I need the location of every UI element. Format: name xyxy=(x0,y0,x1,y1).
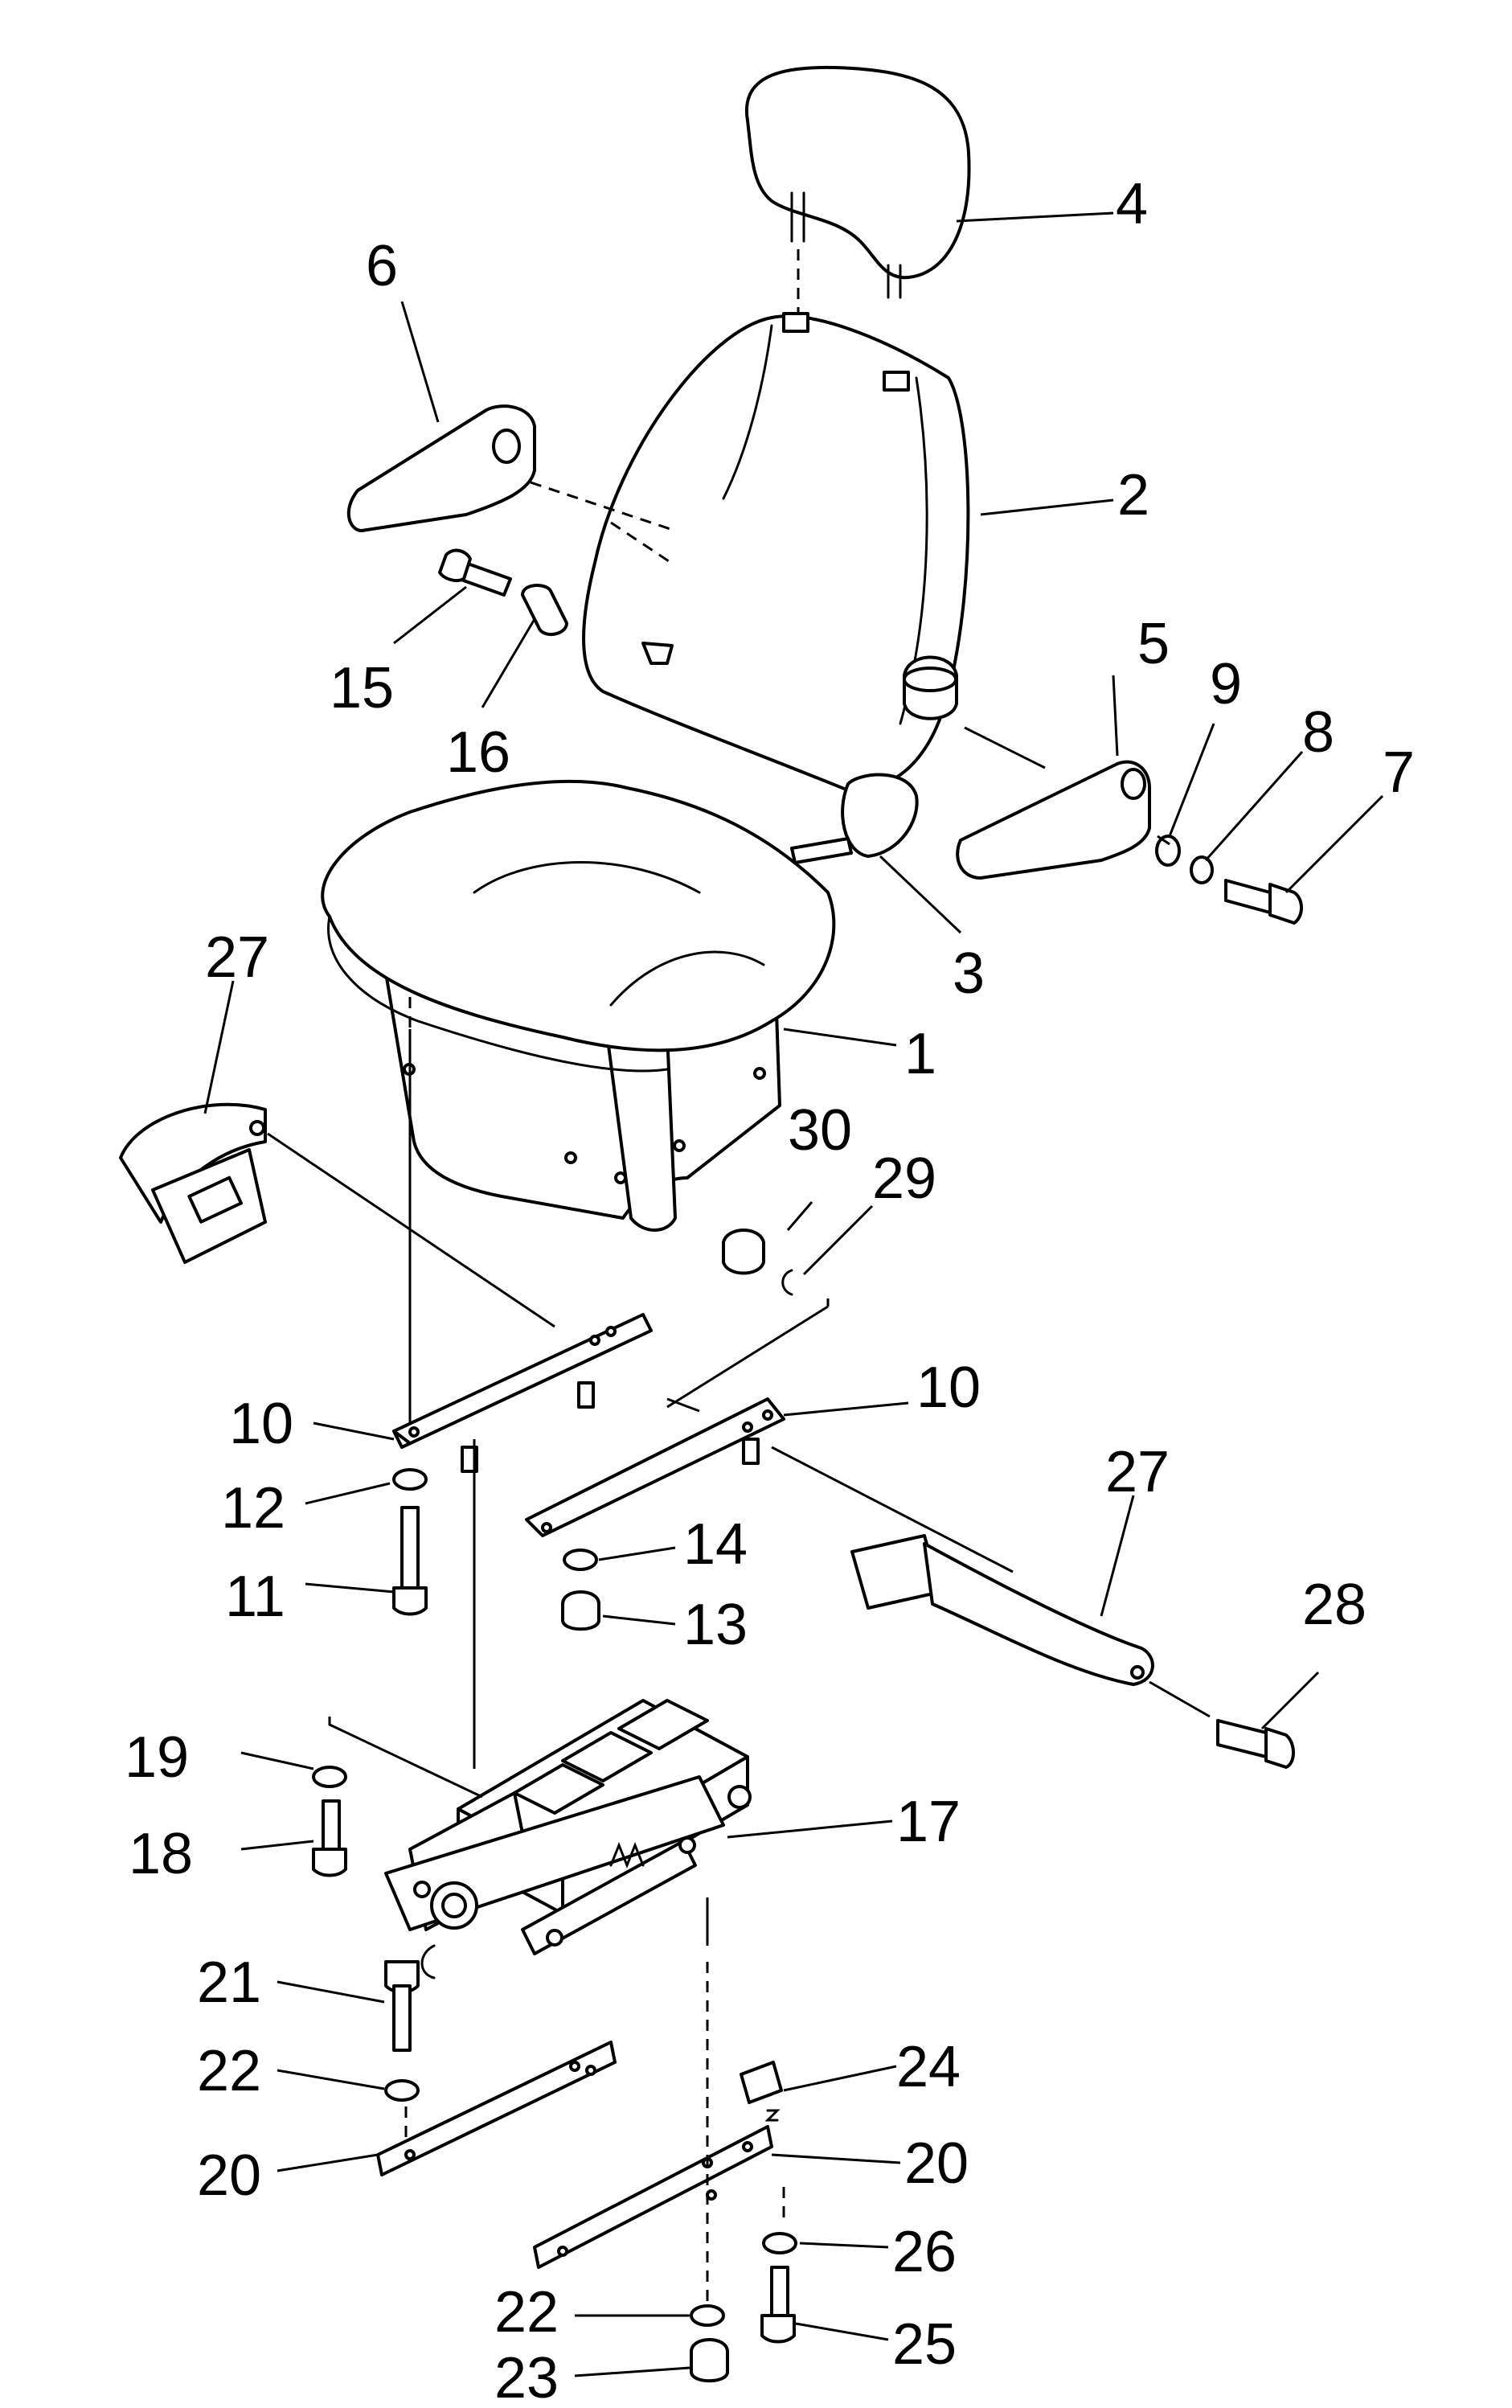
callout-labels: 4 6 2 5 9 8 7 15 16 3 1 27 30 29 10 10 1… xyxy=(125,172,1415,2408)
callout-2: 2 xyxy=(1117,463,1149,527)
bracket-hardware xyxy=(392,1468,600,1631)
backrest-hardware xyxy=(438,548,568,636)
headrest xyxy=(744,65,971,314)
right-armrest xyxy=(956,726,1151,880)
callout-12: 12 xyxy=(221,1476,285,1540)
callout-10-left: 10 xyxy=(229,1392,293,1456)
callout-13: 13 xyxy=(683,1593,748,1657)
seat-bracket-right xyxy=(525,1397,785,1537)
callout-22-lower: 22 xyxy=(494,2280,559,2344)
callout-27-right: 27 xyxy=(1105,1440,1170,1504)
suspension-bolt xyxy=(312,1766,347,1877)
seat-bracket-left xyxy=(392,1029,653,1473)
callout-25: 25 xyxy=(892,2312,957,2377)
plate-hardware xyxy=(690,2061,797,2383)
callout-29: 29 xyxy=(872,1147,936,1211)
callout-20-left: 20 xyxy=(197,2143,261,2208)
seat-cushion xyxy=(321,779,836,1232)
mount-plate-left xyxy=(376,2041,617,2176)
callout-20-right: 20 xyxy=(904,2131,969,2196)
callout-3: 3 xyxy=(953,941,985,1006)
callout-5: 5 xyxy=(1137,612,1170,676)
callout-7: 7 xyxy=(1383,740,1415,805)
callout-22-upper: 22 xyxy=(197,2039,261,2103)
mount-plate-right xyxy=(533,1962,773,2307)
callout-26: 26 xyxy=(892,2220,957,2284)
seat-belt-right xyxy=(771,1446,1154,1686)
leader-lines xyxy=(203,211,1384,2377)
belt-hardware xyxy=(666,1229,1295,1769)
armrest-hardware xyxy=(1155,835,1303,925)
callout-23: 23 xyxy=(494,2346,559,2404)
seat-back xyxy=(582,312,970,864)
callout-11: 11 xyxy=(225,1565,285,1629)
callout-28: 28 xyxy=(1302,1573,1367,1637)
callout-10-right: 10 xyxy=(916,1356,981,1420)
callout-24: 24 xyxy=(896,2035,961,2099)
callout-21: 21 xyxy=(197,1951,261,2015)
callout-19: 19 xyxy=(125,1725,189,1790)
callout-4: 4 xyxy=(1116,172,1148,236)
callout-16: 16 xyxy=(446,720,510,785)
callout-17: 17 xyxy=(896,1790,961,1854)
callout-30: 30 xyxy=(788,1098,852,1163)
callout-1: 1 xyxy=(904,1022,936,1086)
callout-18: 18 xyxy=(129,1822,193,1886)
callout-9: 9 xyxy=(1210,652,1242,716)
callout-8: 8 xyxy=(1302,700,1334,765)
seat-belt-left xyxy=(119,1102,555,1328)
callout-6: 6 xyxy=(366,234,398,298)
callout-14: 14 xyxy=(683,1512,748,1577)
callout-27-left: 27 xyxy=(205,925,269,990)
seat-suspension xyxy=(328,1439,752,1979)
callout-15: 15 xyxy=(330,656,394,720)
mount-bolt xyxy=(384,1960,420,2139)
left-armrest xyxy=(346,404,676,564)
